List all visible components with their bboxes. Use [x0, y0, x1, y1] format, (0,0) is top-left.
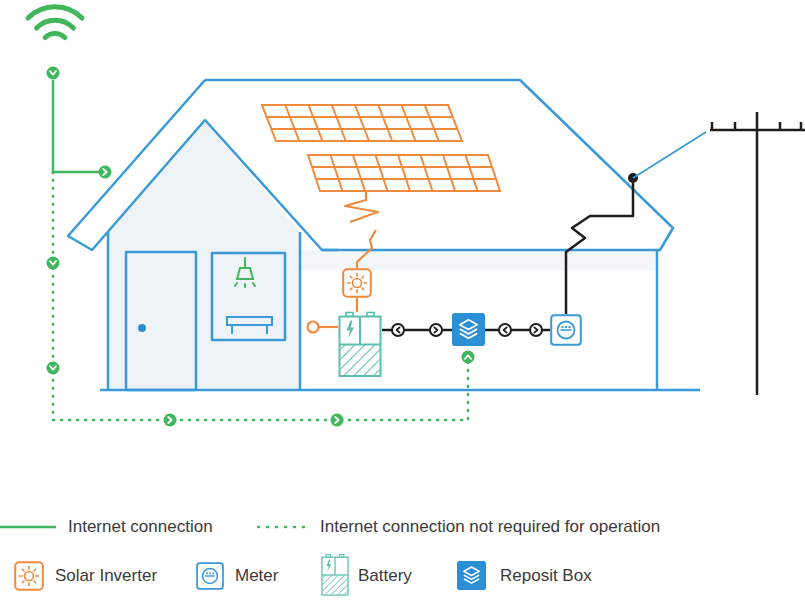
legend-label: Internet connection [68, 516, 213, 538]
service-line [633, 132, 706, 178]
legend-label: Battery [358, 565, 412, 587]
wifi-symbol [28, 7, 82, 38]
meter [551, 315, 581, 345]
power-pole [710, 112, 805, 395]
legend-samples [0, 527, 486, 595]
lamp-bench [235, 258, 255, 287]
house-outline [68, 80, 700, 390]
legend-label: Solar Inverter [55, 565, 157, 587]
legend-label: Meter [235, 565, 278, 587]
solar-inverter [343, 269, 371, 297]
reposit-box [452, 313, 485, 346]
internet-wire [47, 67, 475, 427]
solar-panels [262, 105, 500, 191]
legend-label: Internet connection not required for ope… [320, 516, 660, 538]
solar-wire [308, 190, 379, 333]
power-wire [382, 178, 633, 336]
door-knob [138, 324, 146, 332]
legend-label: Reposit Box [500, 565, 592, 587]
bench [227, 317, 272, 334]
battery [340, 313, 381, 377]
